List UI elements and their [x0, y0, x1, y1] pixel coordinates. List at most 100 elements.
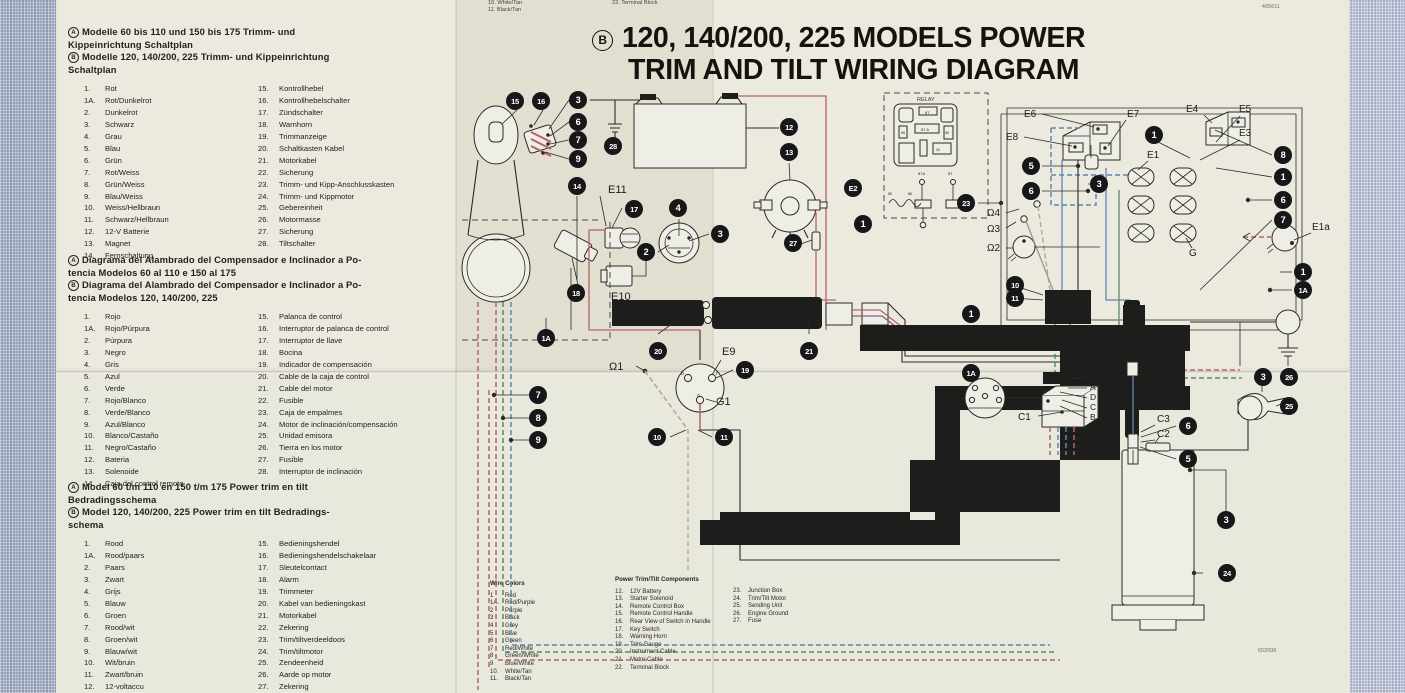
legend-item: 25.Gebereinheit	[258, 202, 394, 214]
legend-item-text: Azul/Blanco	[105, 419, 146, 429]
legend-item: 22.Fusible	[258, 395, 398, 407]
legend-item-text: Schwarz	[105, 120, 135, 130]
legend-marker-a: A	[68, 27, 79, 38]
legend-item: 12.Bateria	[84, 454, 184, 466]
diagram-callout-8: 8	[1274, 146, 1292, 164]
diagram-callout-1: 1	[854, 215, 872, 233]
legend-item-number: 1A.	[84, 324, 96, 334]
legend-item: 19.Indicador de compensación	[258, 359, 398, 371]
legend-item-number: 7.	[84, 622, 91, 632]
legend-item-number: 12.	[84, 227, 95, 237]
svg-text:C: C	[1090, 402, 1096, 412]
legend-item-text: Bateria	[105, 455, 130, 465]
legend-item-number: 21.	[258, 155, 269, 165]
legend-item-number: 7.	[84, 167, 91, 177]
legend-item: 22.Sicherung	[258, 167, 394, 179]
legend-item-text: Púrpura	[105, 336, 133, 346]
legend-item: 1A.Rood/paars	[84, 550, 218, 562]
legend-item-text: Trimm- und Kippmotor	[279, 191, 355, 201]
legend-item-text: Fusible	[279, 395, 304, 405]
legend-item-text: Gebereinheit	[279, 203, 323, 213]
svg-text:85: 85	[901, 131, 905, 135]
diagram-callout-25: 25	[1280, 397, 1298, 415]
legend-item-text: Rojo/Púrpura	[105, 324, 150, 334]
legend-item-number: 11.	[84, 670, 94, 680]
svg-text:b: b	[681, 371, 684, 377]
svg-text:86: 86	[908, 192, 912, 196]
diagram-callout-3: 3	[1254, 368, 1272, 386]
junction-terminal-block	[1045, 290, 1091, 324]
legend-item-text: Bedieningshendelschakelaar	[279, 551, 377, 561]
legend-item: 3.Zwart	[84, 574, 218, 586]
legend-item-number: 19.	[258, 587, 269, 596]
diagram-legend-number: 8	[490, 653, 494, 660]
legend-item-text: Blauw/wit	[105, 646, 138, 656]
legend-item-number: 2.	[84, 336, 91, 346]
diagram-legend-item: 23. Junction Box	[733, 588, 823, 596]
legend-item: 22.Zekering	[258, 622, 376, 634]
diagram-callout-3: 3	[1090, 175, 1108, 193]
diagram-legend-text: Key Switch	[630, 626, 660, 633]
legend-item-number: 22.	[258, 622, 269, 632]
legend-item-number: 26.	[258, 443, 269, 453]
diagram-legend-text: Sending Unit	[748, 603, 783, 610]
legend-item: 15.Bedieningshendel	[258, 538, 376, 550]
legend-item-text: Groen	[105, 610, 127, 620]
legend-item-text: Kontrollhebel	[279, 84, 324, 94]
diagram-callout-5: 5	[1179, 450, 1197, 468]
legend-item-number: 22.	[258, 167, 269, 177]
legend-item-number: 8.	[84, 634, 91, 644]
diagram-legend-item: 25.Sending Unit	[733, 603, 823, 611]
diagram-legend-number: 15.	[615, 611, 624, 618]
diagram-callout-7: 7	[1274, 211, 1292, 229]
diagram-legend-text: Trim Gauge	[630, 641, 662, 648]
legend-item-text: Rood/paars	[105, 551, 145, 561]
legend-item: 11.Zwart/bruin	[84, 669, 218, 681]
diagram-legend-text: Red	[505, 592, 517, 599]
legend-item-text: Verde	[105, 383, 125, 393]
page-title-line1: 120, 140/200, 225 MODELS POWER	[622, 22, 1086, 54]
diagram-callout-6: 6	[569, 113, 587, 131]
legend-item-number: 21.	[258, 610, 269, 620]
legend-item-text: 12-voltaccu	[105, 682, 144, 692]
legend-item-text: Rood/wit	[105, 622, 135, 632]
diagram-callout-9: 9	[569, 150, 587, 168]
diagram-callout-7: 7	[529, 386, 547, 404]
legend-item-text: Palanca de control	[279, 312, 342, 322]
legend-item-text: Interruptor de inclinación	[279, 467, 363, 477]
rear-view-switch-connector	[964, 377, 1006, 419]
legend-item-text: Grijs	[105, 587, 121, 596]
legend-item: 25.Zendeenheid	[258, 657, 376, 669]
diagram-callout-19: 19	[736, 361, 754, 379]
legend-item: 1A.Rot/Dunkelrot	[84, 95, 169, 107]
legend-item: 21.Motorkabel	[258, 155, 394, 167]
legend-item-number: 27.	[258, 682, 269, 692]
diagram-legend-number: 10.	[490, 668, 499, 675]
diagram-legend-text: Green	[505, 638, 522, 645]
legend-item-text: Caja de empalmes	[279, 407, 343, 417]
diagram-callout-1: 1	[1145, 126, 1163, 144]
legend-item: 23.Trimm- und Kipp-Anschlusskasten	[258, 179, 394, 191]
diagram-legend-number: 12.	[615, 588, 624, 595]
diagram-callout-10: 10	[648, 428, 666, 446]
svg-text:A: A	[1090, 382, 1096, 392]
diagram-legend-item: 16.Rear View of Switch in Handle	[615, 619, 735, 627]
legend-item: 9.Azul/Blanco	[84, 419, 184, 431]
legend-item-number: 10.	[84, 203, 95, 213]
svg-text:87 A: 87 A	[921, 127, 929, 132]
legend-item: 6.Verde	[84, 383, 184, 395]
diagram-callout-11: 11	[1006, 289, 1024, 307]
diagram-callout-1: 1	[962, 305, 980, 323]
diagram-legend-number: 24.	[733, 595, 742, 602]
diagram-legend-text: Junction Box	[748, 588, 783, 594]
top-fragment-line: 22. Terminal Block	[612, 0, 658, 6]
legend-item-number: 18.	[258, 348, 269, 358]
legend-item: 2.Paars	[84, 562, 218, 574]
diagram-legend-number: 23.	[733, 588, 742, 594]
legend-item: 25.Unidad emisora	[258, 430, 398, 442]
